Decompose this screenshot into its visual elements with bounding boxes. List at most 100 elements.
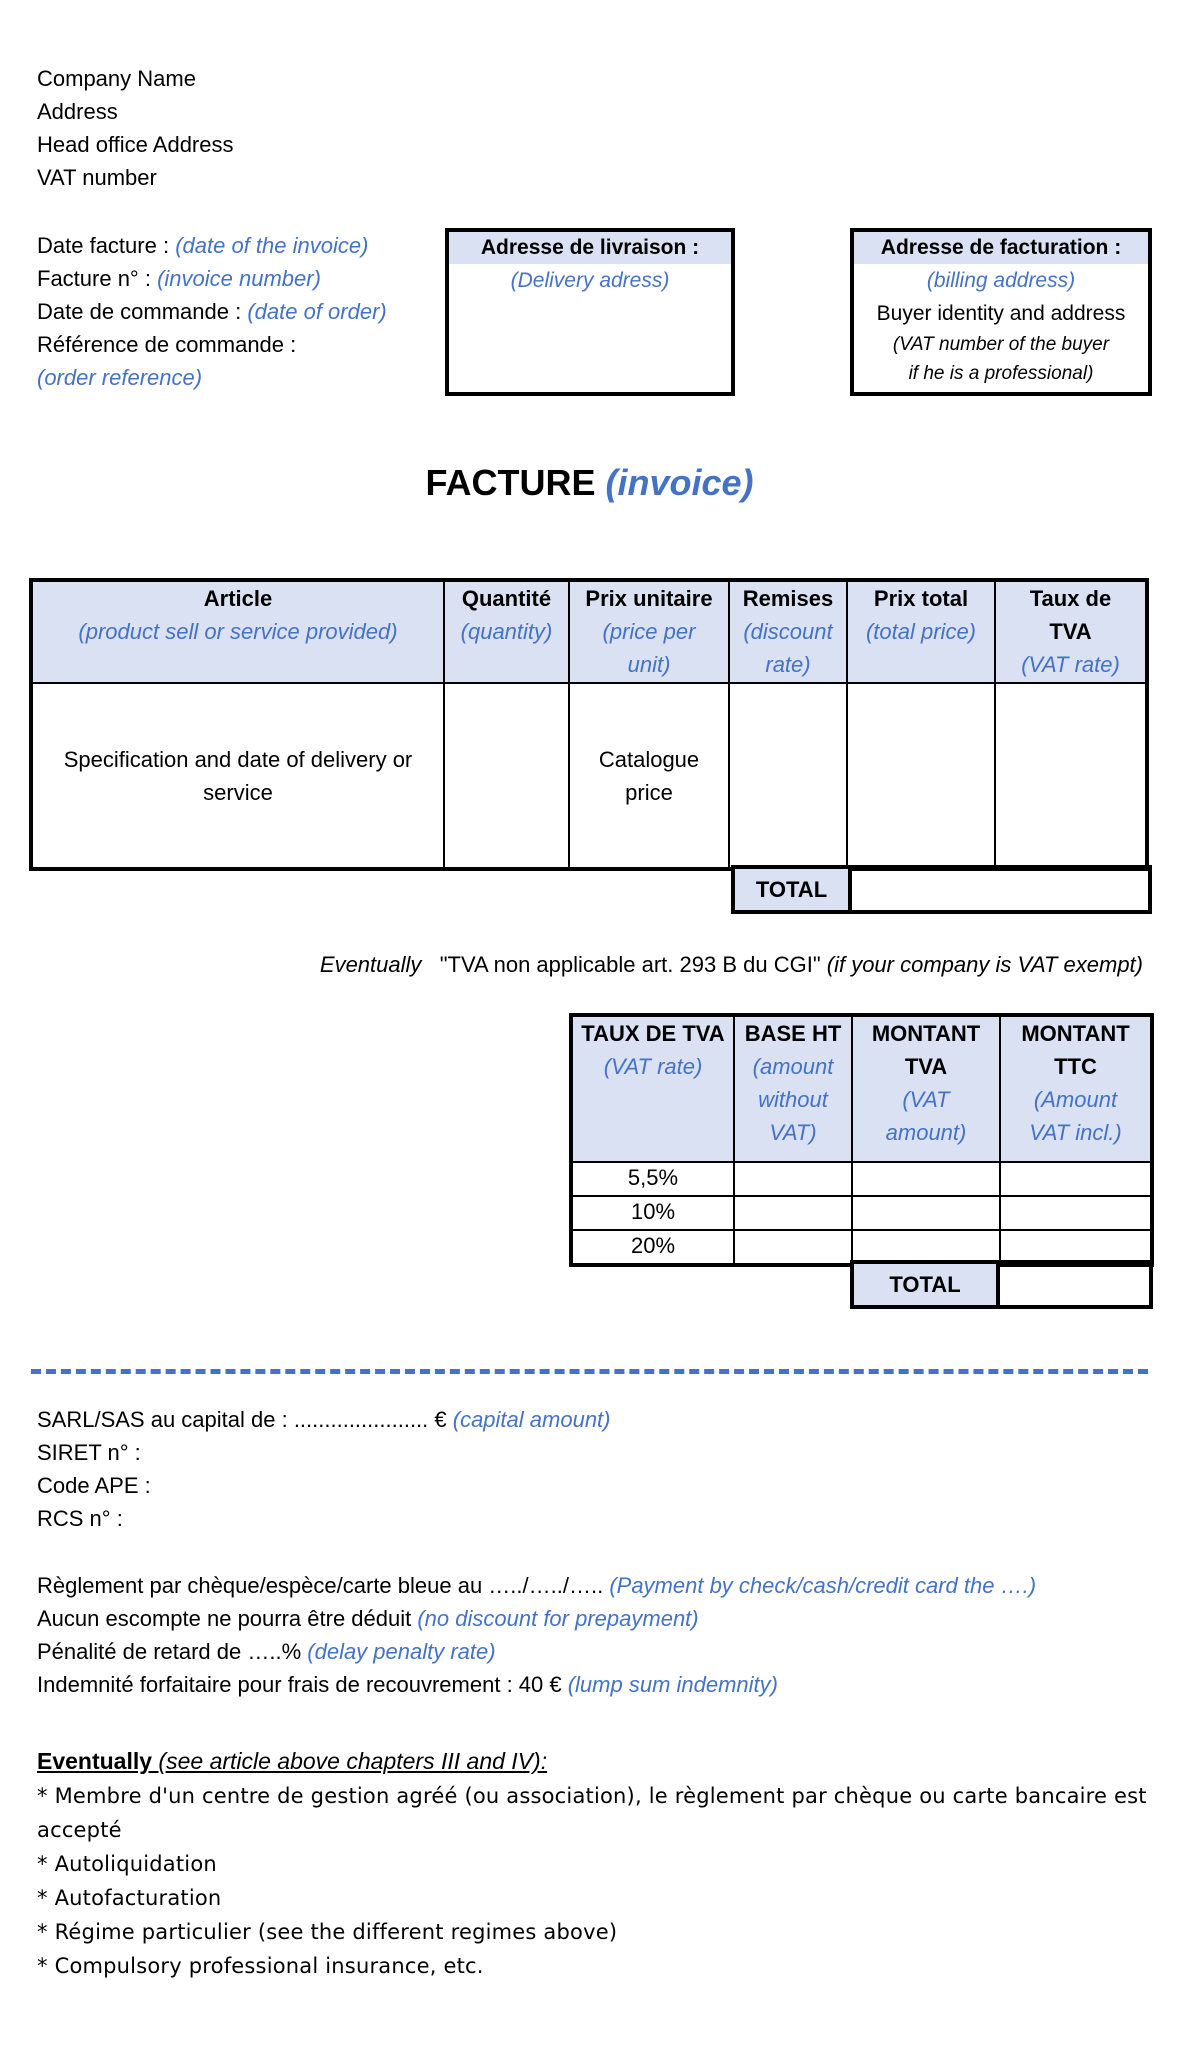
- payment-method-hint: (Payment by check/cash/credit card the ……: [609, 1573, 1037, 1598]
- vat-header-row: TAUX DE TVA(VAT rate) BASE HT(amount wit…: [571, 1015, 1152, 1163]
- vat-total-value[interactable]: [1000, 1260, 1153, 1309]
- vat-summary-table: TAUX DE TVA(VAT rate) BASE HT(amount wit…: [569, 1013, 1154, 1267]
- payment-method-label: Règlement par chèque/espèce/carte bleue …: [37, 1573, 610, 1598]
- discount-label: Aucun escompte ne pourra être déduit: [37, 1606, 418, 1631]
- indemnity-label: Indemnité forfaitaire pour frais de reco…: [37, 1672, 568, 1697]
- base-ht-cell[interactable]: [733, 1195, 853, 1231]
- col-article: Article(product sell or service provided…: [31, 580, 445, 684]
- penalty-hint: (delay penalty rate): [307, 1639, 496, 1664]
- cell-vat-rate[interactable]: [994, 682, 1147, 869]
- eventually-heading: Eventually (see article above chapters I…: [37, 1748, 548, 1774]
- billing-address-box: Adresse de facturation : (billing addres…: [850, 228, 1152, 396]
- items-total-label: TOTAL: [731, 865, 852, 914]
- capital-label: SARL/SAS au capital de : ...............…: [37, 1407, 453, 1432]
- vat-amount-cell[interactable]: [851, 1161, 1001, 1197]
- payment-terms: Règlement par chèque/espèce/carte bleue …: [37, 1569, 1036, 1701]
- invoice-date-hint: (date of the invoice): [175, 233, 369, 258]
- col-quantity: Quantité(quantity): [443, 580, 570, 684]
- col-vat-amount: MONTANT TVA(VAT amount): [851, 1015, 1001, 1163]
- list-item: * Autofacturation: [37, 1886, 222, 1910]
- table-row: Specification and date of delivery or se…: [31, 682, 1147, 869]
- items-total-value[interactable]: [852, 865, 1152, 914]
- vat-number: VAT number: [37, 165, 157, 190]
- title-main: FACTURE: [425, 462, 596, 503]
- col-vat-rate: TAUX DE TVA(VAT rate): [571, 1015, 735, 1163]
- amount-ttc-cell[interactable]: [999, 1195, 1152, 1231]
- ape-label: Code APE :: [37, 1473, 151, 1498]
- items-header-row: Article(product sell or service provided…: [31, 580, 1147, 684]
- buyer-vat-line2: if he is a professional): [908, 363, 1094, 384]
- title-hint: (invoice): [605, 462, 754, 503]
- cell-total-price[interactable]: [846, 682, 996, 869]
- eventually-section: Eventually (see article above chapters I…: [37, 1743, 1157, 1983]
- seller-info: Company Name Address Head office Address…: [37, 62, 234, 194]
- table-row: 10%: [571, 1195, 1152, 1231]
- invoice-date-label: Date facture :: [37, 233, 176, 258]
- amount-ttc-cell[interactable]: [999, 1161, 1152, 1197]
- vat-rate-cell: 20%: [571, 1229, 735, 1265]
- delivery-address-box: Adresse de livraison : (Delivery adress): [445, 228, 735, 396]
- invoice-number-hint: (invoice number): [157, 266, 321, 291]
- list-item: * Régime particulier (see the different …: [37, 1920, 618, 1944]
- amount-ttc-cell[interactable]: [999, 1229, 1152, 1265]
- col-vat-rate: Taux de TVA(VAT rate): [994, 580, 1147, 684]
- page-title: FACTURE (invoice): [0, 462, 1185, 504]
- col-base-ht: BASE HT(amount without VAT): [733, 1015, 853, 1163]
- penalty-row: Pénalité de retard de …..% (delay penalt…: [37, 1635, 1036, 1668]
- vat-rate-cell: 5,5%: [571, 1161, 735, 1197]
- items-table: Article(product sell or service provided…: [29, 578, 1149, 871]
- penalty-label: Pénalité de retard de …..%: [37, 1639, 308, 1664]
- discount-hint: (no discount for prepayment): [417, 1606, 699, 1631]
- indemnity-hint: (lump sum indemnity): [567, 1672, 778, 1697]
- legal-info: SARL/SAS au capital de : ...............…: [37, 1403, 611, 1535]
- cell-quantity[interactable]: [443, 682, 570, 869]
- vat-note-suffix: (if your company is VAT exempt): [826, 952, 1143, 977]
- order-date-row: Date de commande : (date of order): [37, 295, 387, 328]
- cell-discount[interactable]: [728, 682, 848, 869]
- buyer-identity: Buyer identity and address: [876, 302, 1126, 325]
- invoice-number-label: Facture n° :: [37, 266, 158, 291]
- list-item: * Membre d'un centre de gestion agréé (o…: [37, 1784, 1147, 1842]
- rcs-label: RCS n° :: [37, 1506, 123, 1531]
- capital-row: SARL/SAS au capital de : ...............…: [37, 1403, 611, 1436]
- billing-address-header: Adresse de facturation :: [854, 232, 1148, 264]
- vat-exemption-note: Eventually "TVA non applicable art. 293 …: [0, 948, 1143, 981]
- cell-article[interactable]: Specification and date of delivery or se…: [31, 682, 445, 869]
- order-reference-label: Référence de commande :: [37, 332, 297, 357]
- invoice-meta: Date facture : (date of the invoice) Fac…: [37, 229, 387, 394]
- order-date-hint: (date of order): [247, 299, 387, 324]
- indemnity-row: Indemnité forfaitaire pour frais de reco…: [37, 1668, 1036, 1701]
- billing-address-hint: (billing address): [926, 269, 1076, 292]
- dashed-divider: [31, 1369, 1148, 1374]
- col-amount-ttc: MONTANT TTC(Amount VAT incl.): [999, 1015, 1152, 1163]
- items-total-row: TOTAL: [731, 865, 1152, 914]
- head-office-address: Head office Address: [37, 132, 234, 157]
- list-item: * Autoliquidation: [37, 1852, 217, 1876]
- vat-amount-cell[interactable]: [851, 1229, 1001, 1265]
- table-row: 5,5%: [571, 1161, 1152, 1197]
- capital-hint: (capital amount): [452, 1407, 611, 1432]
- col-discount: Remises(discount rate): [728, 580, 848, 684]
- col-unit-price: Prix unitaire(price per unit): [568, 580, 730, 684]
- table-row: 20%: [571, 1229, 1152, 1265]
- company-name: Company Name: [37, 66, 196, 91]
- delivery-address-header: Adresse de livraison :: [449, 232, 731, 264]
- company-address: Address: [37, 99, 118, 124]
- payment-method-row: Règlement par chèque/espèce/carte bleue …: [37, 1569, 1036, 1602]
- vat-note-quote: "TVA non applicable art. 293 B du CGI": [439, 952, 821, 977]
- buyer-vat-line1: (VAT number of the buyer: [892, 334, 1110, 355]
- invoice-number-row: Facture n° : (invoice number): [37, 262, 387, 295]
- discount-row: Aucun escompte ne pourra être déduit (no…: [37, 1602, 1036, 1635]
- siret-label: SIRET n° :: [37, 1440, 141, 1465]
- order-reference-hint: (order reference): [37, 365, 203, 390]
- vat-amount-cell[interactable]: [851, 1195, 1001, 1231]
- vat-total-row: TOTAL: [850, 1260, 1153, 1309]
- vat-note-prefix: Eventually: [319, 952, 422, 977]
- delivery-address-hint: (Delivery adress): [510, 269, 670, 292]
- base-ht-cell[interactable]: [733, 1161, 853, 1197]
- order-date-label: Date de commande :: [37, 299, 248, 324]
- invoice-date-row: Date facture : (date of the invoice): [37, 229, 387, 262]
- vat-total-label: TOTAL: [850, 1260, 1000, 1309]
- base-ht-cell[interactable]: [733, 1229, 853, 1265]
- cell-unit-price[interactable]: Catalogue price: [568, 682, 730, 869]
